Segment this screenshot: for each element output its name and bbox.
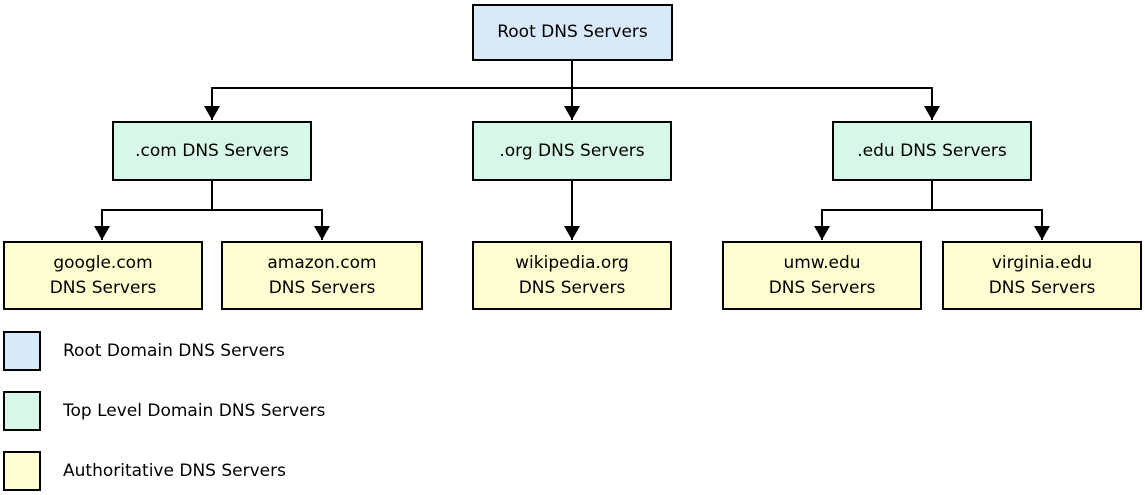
node-amazon-label-line1: amazon.com bbox=[267, 252, 377, 273]
legend-label-root-domain: Root Domain DNS Servers bbox=[63, 341, 285, 361]
node-google-label-line1: google.com bbox=[53, 252, 153, 273]
node-virginia-label-line2: DNS Servers bbox=[988, 277, 1096, 298]
node-virginia-dns-servers: virginia.edu DNS Servers bbox=[942, 241, 1142, 310]
node-amazon-dns-servers: amazon.com DNS Servers bbox=[221, 241, 423, 310]
node-root-label: Root DNS Servers bbox=[497, 22, 648, 42]
node-com-dns-servers: .com DNS Servers bbox=[112, 121, 312, 181]
node-com-label: .com DNS Servers bbox=[135, 140, 289, 161]
node-wikipedia-label-line2: DNS Servers bbox=[518, 277, 626, 298]
legend-label-top-level-domain: Top Level Domain DNS Servers bbox=[63, 401, 326, 421]
legend-swatch-authoritative bbox=[3, 451, 41, 491]
node-wikipedia-dns-servers: wikipedia.org DNS Servers bbox=[472, 241, 672, 310]
node-virginia-label-line1: virginia.edu bbox=[991, 252, 1093, 273]
node-google-dns-servers: google.com DNS Servers bbox=[3, 241, 203, 310]
node-umw-label-line1: umw.edu bbox=[783, 252, 861, 273]
node-edu-label: .edu DNS Servers bbox=[857, 140, 1007, 161]
node-edu-dns-servers: .edu DNS Servers bbox=[832, 121, 1032, 181]
node-google-label-line2: DNS Servers bbox=[49, 277, 157, 298]
legend-swatch-root-domain bbox=[3, 331, 41, 371]
node-amazon-label-line2: DNS Servers bbox=[268, 277, 376, 298]
legend-label-authoritative: Authoritative DNS Servers bbox=[63, 461, 286, 481]
node-org-dns-servers: .org DNS Servers bbox=[472, 121, 672, 181]
node-org-label: .org DNS Servers bbox=[499, 140, 645, 161]
node-umw-label-line2: DNS Servers bbox=[768, 277, 876, 298]
node-wikipedia-label-line1: wikipedia.org bbox=[515, 252, 629, 273]
legend-swatch-top-level-domain bbox=[3, 391, 41, 431]
node-root-dns-servers: Root DNS Servers bbox=[472, 4, 673, 61]
node-umw-dns-servers: umw.edu DNS Servers bbox=[722, 241, 922, 310]
